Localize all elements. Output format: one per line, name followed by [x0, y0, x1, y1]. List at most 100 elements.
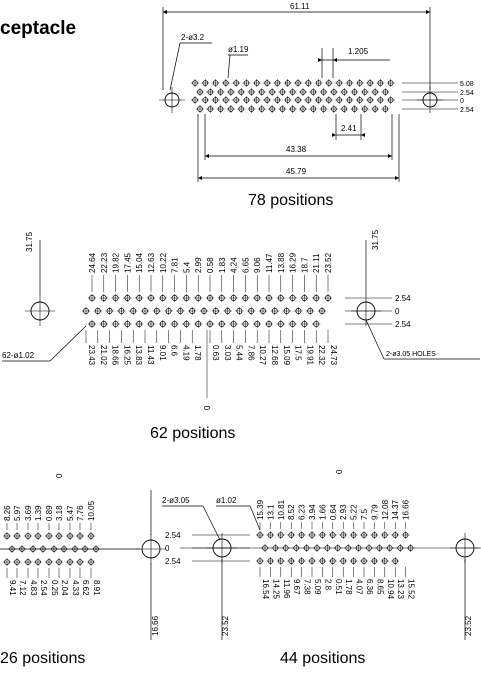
dim-top-label: 13.1	[266, 504, 275, 520]
dim-bottom-label: 0.63	[211, 345, 220, 361]
dim-top-label: 12.08	[381, 499, 390, 520]
leader-line	[249, 505, 261, 531]
dim-bottom-label: 11.43	[146, 345, 155, 365]
arrowhead	[318, 58, 322, 62]
dim-top-label: 5.47	[66, 505, 75, 521]
dim-bottom-label: 11.96	[282, 579, 291, 599]
dim-top-label: 5.22	[350, 504, 359, 520]
dim-top-label: 6.65	[241, 257, 250, 273]
dim-top-label: 5.4	[182, 261, 191, 273]
dim-top-label: 18.7	[300, 257, 309, 273]
dim-bottom-label: 8.91	[92, 580, 101, 596]
caption-26-positions: 26 positions	[0, 650, 86, 667]
dim-top-label: 1.66	[318, 504, 327, 520]
dim-bottom-label: 12.68	[270, 345, 279, 366]
row-label: 0	[165, 544, 170, 553]
dim-top-label: 7.76	[76, 505, 85, 521]
dim-bottom-label: 4.19	[181, 345, 190, 361]
row-label: 5.08	[460, 81, 474, 88]
dim-bottom-label: 1.78	[344, 579, 353, 595]
dim-top-label: 23.52	[324, 252, 333, 273]
hole-diameter-label: 2-ø3.2	[181, 33, 205, 42]
dim-top-label: 22.23	[100, 252, 109, 273]
dim-top-label: 5.97	[13, 505, 22, 521]
zero-label: 0	[203, 405, 212, 410]
hole-diameter-label: 2-ø3.05	[162, 496, 190, 505]
dim-bottom-label: 22.32	[317, 345, 326, 366]
dim-bottom-label: 4.07	[355, 579, 364, 595]
arrowhead	[361, 133, 365, 137]
dim-bottom-label: 7.12	[18, 580, 27, 596]
dim-top-label: 7.5	[360, 508, 369, 520]
dim-top-label: 0.58	[206, 257, 215, 273]
dim-top-label: 3.94	[308, 504, 317, 520]
dim-bottom-label: 1.78	[193, 345, 202, 361]
dim-top-label: 7.81	[171, 257, 180, 273]
leader-line	[365, 319, 385, 360]
dim-top-label: 2.93	[339, 504, 348, 520]
row-label: 0	[395, 307, 400, 316]
dim-top-label: 15.39	[256, 499, 265, 520]
dim-top-label: 4.24	[230, 257, 239, 273]
caption-62-positions: 62 positions	[150, 425, 236, 442]
arrowhead	[388, 154, 392, 158]
dim-bottom-label: 16.25	[122, 345, 131, 366]
dim-top-label: 24.64	[88, 252, 97, 273]
dim-width-label: 43.38	[286, 145, 307, 154]
arrowhead	[205, 154, 209, 158]
dim-bottom-label: 10.27	[258, 345, 267, 366]
row-label: 2.54	[165, 557, 181, 566]
dim-top-label: 21.11	[312, 253, 321, 273]
dim-bottom-label: 13.23	[396, 579, 405, 600]
dim-top-label: 6.23	[298, 504, 307, 520]
dim-bottom-label: 9.41	[8, 580, 17, 596]
dim-top-label: 13.88	[277, 252, 286, 273]
dim-bottom-label: 3.03	[223, 345, 232, 361]
zero-label: 0	[335, 469, 344, 474]
dim-side-label: 23.52	[221, 615, 230, 636]
dim-top-label: 17.45	[123, 252, 132, 273]
arrowhead	[332, 133, 336, 137]
hole-diameter-label: 2-ø3.05 HOLES	[386, 351, 436, 358]
dim-side-label: 31.75	[25, 231, 34, 252]
dim-bottom-label: 21.02	[99, 345, 108, 366]
row-label: 2.54	[460, 90, 474, 97]
dim-bottom-label: 19.91	[305, 345, 314, 366]
dim-top-label: 1.83	[218, 257, 227, 273]
dim-bottom-label: 0.51	[334, 579, 343, 595]
dim-bottom-label: 4.33	[71, 580, 80, 596]
arrowhead	[333, 58, 337, 62]
dim-bottom-label: 18.66	[111, 345, 120, 366]
row-label: 2.54	[395, 320, 411, 329]
dim-bottom-label: 13.83	[134, 345, 143, 366]
dim-top-label: 8.26	[3, 505, 12, 521]
zero-label: 0	[55, 473, 64, 478]
dim-pitch-label: 2.41	[341, 124, 357, 133]
leader-line	[227, 54, 231, 79]
dim-bottom-label: 15.52	[407, 579, 416, 600]
dim-top-label: 9.06	[253, 257, 262, 273]
dim-bottom-label: 14.25	[271, 579, 280, 600]
dim-bottom-label: 5.09	[313, 579, 322, 595]
dim-top-label: 16.66	[402, 499, 411, 520]
dim-bottom-label: 2.04	[60, 580, 69, 596]
dim-bottom-label: 7.86	[246, 345, 255, 361]
leader-line	[49, 325, 87, 362]
dim-bottom-label: 6.6	[170, 345, 179, 357]
dim-bottom-label: 10.94	[386, 579, 395, 600]
dim-pitch-label: 1.205	[348, 47, 369, 56]
dim-side-label: 31.75	[371, 229, 380, 250]
dim-bottom-label: 15.09	[282, 345, 291, 366]
dim-side-label: 23.52	[464, 615, 473, 636]
dim-top-label: 9.79	[370, 504, 379, 520]
arrowhead	[395, 176, 399, 180]
dim-bottom-label: 17.5	[294, 345, 303, 361]
dim-top-label: 0.89	[45, 505, 54, 521]
arrowhead	[198, 176, 202, 180]
dim-top-label: 8.52	[287, 504, 296, 520]
dim-top-label: 14.37	[391, 499, 400, 520]
dim-bottom-label: 7.38	[303, 579, 312, 595]
arrowhead	[426, 10, 430, 14]
pin-diameter-label: ø1.19	[228, 45, 249, 54]
dim-width-label: 45.79	[286, 167, 307, 176]
